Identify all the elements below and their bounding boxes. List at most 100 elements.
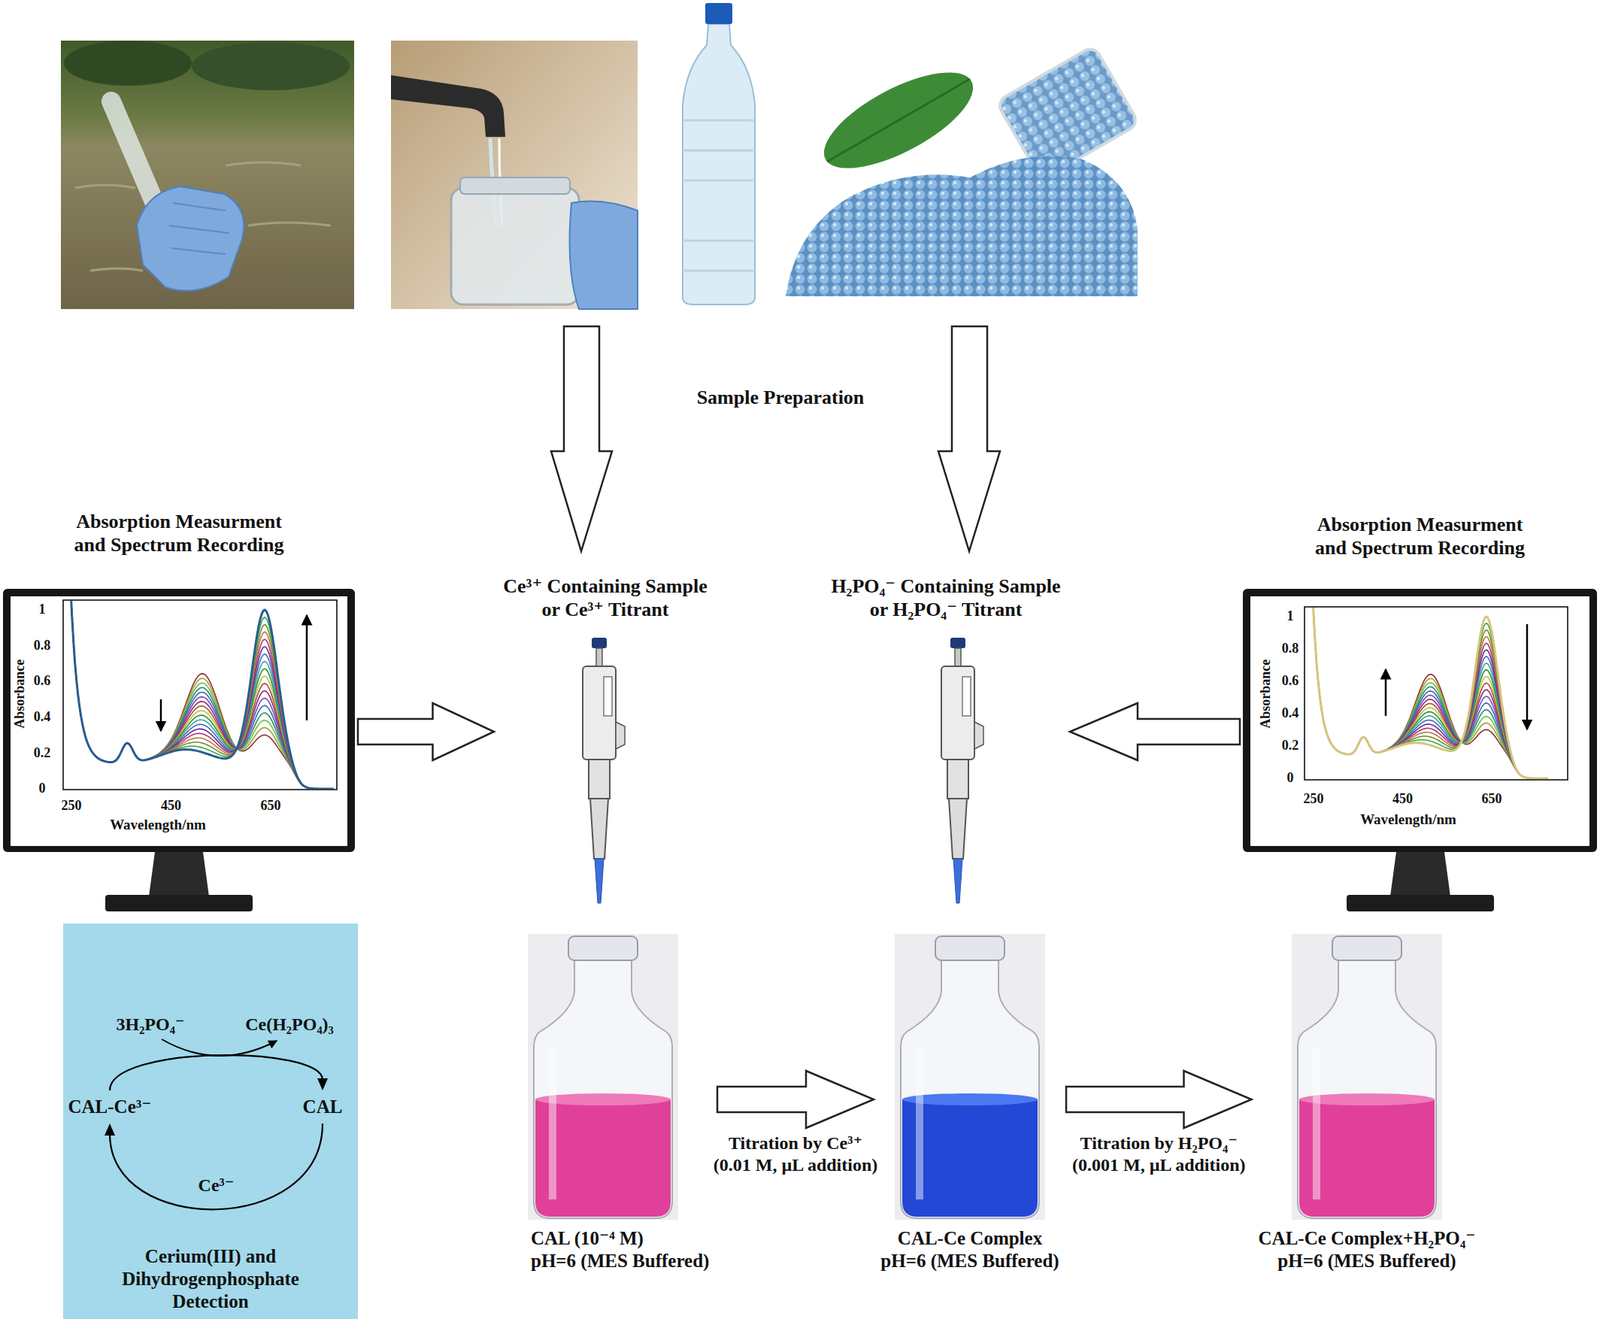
hollow-arrow: [938, 326, 1000, 552]
spectrum-curve: [64, 600, 334, 789]
fertilizer-photo: [785, 45, 1140, 297]
spectrum-curve: [64, 600, 334, 789]
trend-arrow: [1384, 669, 1388, 716]
pipette-drawing: [948, 798, 967, 859]
spectrum-curve: [1307, 607, 1549, 779]
label-box: 0.4: [1281, 705, 1300, 722]
label-text: 0: [38, 780, 46, 797]
spectrum-curve: [1307, 607, 1549, 779]
label-box: 3H₂PO₄⁻: [115, 1013, 186, 1036]
monitor-drawing: [1346, 894, 1494, 912]
label-box: 450: [1392, 790, 1414, 808]
label-box: 650: [1481, 790, 1503, 808]
label-text: Sample Preparation: [696, 385, 865, 410]
cycle-arc: [109, 1123, 323, 1210]
label-text: 0.8: [33, 637, 52, 655]
spectrum-curves: [1307, 607, 1549, 779]
node-text: Ce³⁺ Containing Sample or Ce³⁺ Titrant: [502, 574, 709, 622]
vial-drawing: [900, 958, 1040, 1219]
exchange-arrow: [161, 1039, 277, 1056]
monitor-drawing: [1390, 851, 1451, 897]
spectrum-curve: [64, 600, 334, 789]
pipette-drawing: [950, 637, 966, 649]
spectrum-curve: [64, 600, 334, 789]
monitor-drawing: [1242, 588, 1597, 912]
river-photo: [60, 40, 355, 310]
label-text: Wavelength/nm: [1360, 811, 1458, 829]
pipette-drawing: [947, 759, 969, 799]
pipette-drawing: [941, 666, 975, 760]
monitor-drawing: [105, 894, 253, 912]
label-box: 650: [260, 797, 282, 815]
trend-arrow: [306, 615, 309, 721]
label-box: Wavelength/nm: [109, 816, 207, 834]
river-photo: [60, 40, 355, 310]
spectrum-curve: [64, 600, 334, 789]
pipette-drawing: [615, 721, 625, 749]
block-arrow: [357, 703, 494, 761]
label-box: 0.6: [1281, 672, 1300, 690]
vial-drawing: [1297, 958, 1437, 1219]
trend-arrow: [160, 615, 1528, 731]
water-bottle: [682, 3, 755, 305]
spectrum-curve: [64, 600, 334, 789]
vial: CAL-Ce Complex+H₂PO₄⁻pH=6 (MES Buffered): [1254, 932, 1480, 1276]
spectrum-curve: [64, 600, 334, 789]
hollow-arrow: [551, 326, 1000, 552]
label-box: 0: [1286, 769, 1294, 787]
spectrum-curve: [64, 600, 334, 789]
trend-arrow: [160, 699, 163, 731]
cycle-arrow: [104, 1123, 323, 1210]
pipette-drawing: [596, 648, 603, 667]
tap-photo: [390, 40, 638, 310]
water-bottle: [705, 3, 733, 25]
species-label: CAL: [299, 1092, 347, 1122]
fertilizer-photo: [785, 155, 1138, 297]
hollow-arrow: [357, 703, 494, 761]
node-text: pH=6 (MES Buffered): [530, 1249, 711, 1273]
label-box: 250: [1303, 790, 1325, 808]
node-text: CAL-Ce Complex+H₂PO₄⁻: [1257, 1227, 1476, 1250]
tap-photo: [451, 187, 579, 305]
tap-photo: [569, 201, 638, 310]
hollow-arrow: [1066, 1070, 1252, 1128]
spectrum-curve: [1307, 607, 1549, 779]
spectrum-curve: [1307, 607, 1549, 779]
label-text: 450: [1392, 790, 1414, 808]
monitor-drawing: [3, 588, 355, 852]
node-text: Absorption Measurment and Spectrum Recor…: [73, 509, 285, 557]
vial: CAL-Ce ComplexpH=6 (MES Buffered): [876, 932, 1064, 1276]
label-text: 0: [1286, 769, 1294, 787]
pipette-drawing: [590, 798, 609, 859]
vial-drawing: [548, 1048, 557, 1200]
vial-drawing: [1332, 936, 1402, 961]
cycle-arc: [109, 1054, 323, 1091]
label-text: 650: [1481, 790, 1503, 808]
label-text: 650: [260, 797, 282, 815]
fertilizer-photo: [827, 78, 970, 162]
vial-drawing: [915, 1048, 924, 1200]
spectrum-curve: [64, 600, 334, 789]
label-box: 0: [38, 780, 46, 797]
label-box: Ce(H₂PO₄)₃: [245, 1013, 335, 1036]
vial-drawing: [935, 936, 1005, 961]
spectrum-curve: [1307, 607, 1549, 779]
pipette: H₂PO₄⁻ Containing Sample or H₂PO₄⁻ Titra…: [824, 574, 1067, 907]
node-text: pH=6 (MES Buffered): [1277, 1249, 1458, 1273]
label-box: 250: [60, 797, 82, 815]
label-text: Absorbance: [12, 658, 29, 730]
vial-drawing: [527, 933, 679, 1220]
label-box: 0.8: [33, 637, 52, 655]
edge-label: Ce³⁻: [195, 1174, 237, 1197]
river-photo: [136, 186, 244, 291]
spectrum-curve: [64, 600, 334, 789]
spectrum-curve: [1307, 607, 1549, 779]
spectrum-curve: [1307, 607, 1549, 779]
node-text: pH=6 (MES Buffered): [880, 1249, 1061, 1273]
tap-photo: [390, 75, 506, 137]
node-text: Absorption Measurment and Spectrum Recor…: [1314, 512, 1526, 560]
spectrum-curves: [64, 600, 334, 789]
label-box: Absorbance: [1230, 685, 1302, 703]
spectrum-curve: [1307, 607, 1549, 779]
